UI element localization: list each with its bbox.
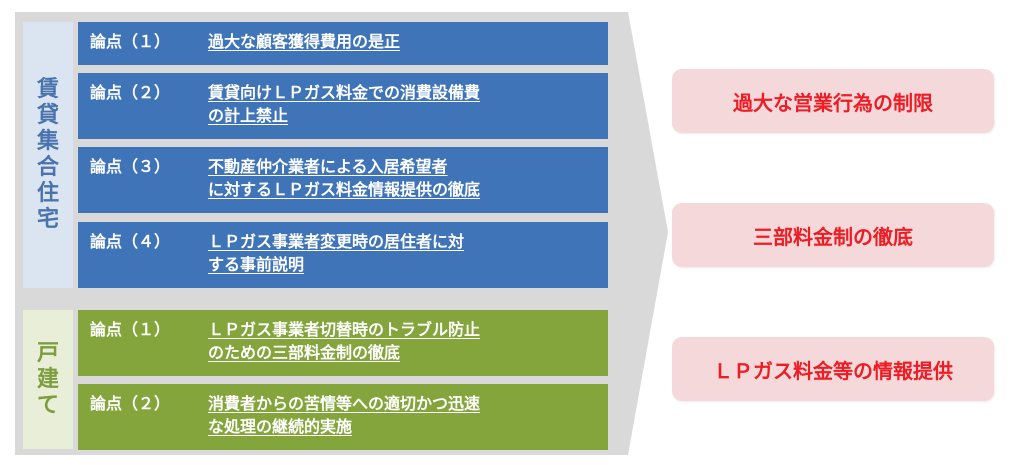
issue-text: 過大な顧客獲得費用の是正	[208, 30, 400, 65]
issue-number: 論点（２）	[90, 394, 171, 413]
issue-line: な処理の継続的実施	[208, 417, 353, 436]
rental-issue-2: 論点（２） 賃貸向けＬＰガス料金での消費設備費 の計上禁止	[78, 73, 608, 139]
issue-number: 論点（４）	[90, 232, 171, 251]
issue-line: 賃貸向けＬＰガス料金での消費設備費	[208, 83, 481, 102]
rental-housing-label: 賃 貸 集 合 住 宅	[23, 22, 73, 288]
house-issue-1: 論点（１） ＬＰガス事業者切替時のトラブル防止 のための三部料金制の徹底	[78, 310, 608, 376]
issue-line: する事前説明	[208, 255, 305, 274]
result-three-part-pricing: 三部料金制の徹底	[672, 203, 994, 267]
rental-issue-1: 論点（１） 過大な顧客獲得費用の是正	[78, 22, 608, 65]
issue-number: 論点（３）	[90, 157, 171, 176]
issue-text: 賃貸向けＬＰガス料金での消費設備費 の計上禁止	[208, 81, 480, 139]
house-issue-2: 論点（２） 消費者からの苦情等への適切かつ迅速 な処理の継続的実施	[78, 384, 608, 450]
issue-line: の計上禁止	[208, 106, 289, 125]
issue-line: 不動産仲介業者による入居希望者	[208, 157, 448, 176]
label-char: 宅	[36, 207, 59, 232]
rental-issue-4: 論点（４） ＬＰガス事業者変更時の居住者に対 する事前説明	[78, 222, 608, 288]
issue-line: に対するＬＰガス料金情報提供の徹底	[208, 180, 481, 199]
label-char: て	[36, 392, 59, 418]
label-char: 賃	[36, 77, 59, 102]
result-price-info-provision: ＬＰガス料金等の情報提供	[672, 337, 994, 401]
issue-number: 論点（２）	[90, 83, 171, 102]
issue-line: ＬＰガス事業者変更時の居住者に対	[208, 232, 465, 251]
label-char: 戸	[36, 340, 59, 366]
label-char: 合	[36, 155, 59, 180]
issue-number: 論点（１）	[90, 32, 171, 51]
issue-line: 過大な顧客獲得費用の是正	[208, 32, 401, 51]
issue-line: ＬＰガス事業者切替時のトラブル防止	[208, 320, 481, 339]
issue-line: 消費者からの苦情等への適切かつ迅速	[208, 394, 481, 413]
label-char: 集	[36, 129, 59, 154]
issue-number: 論点（１）	[90, 320, 171, 339]
label-char: 住	[36, 181, 59, 206]
label-char: 貸	[36, 103, 59, 128]
result-sales-restriction: 過大な営業行為の制限	[672, 69, 994, 133]
issue-text: 不動産仲介業者による入居希望者 に対するＬＰガス料金情報提供の徹底	[208, 155, 480, 213]
label-char: 建	[36, 366, 59, 392]
issue-text: ＬＰガス事業者切替時のトラブル防止 のための三部料金制の徹底	[208, 318, 480, 376]
detached-house-label: 戸 建 て	[23, 310, 73, 449]
issue-text: 消費者からの苦情等への適切かつ迅速 な処理の継続的実施	[208, 392, 480, 450]
rental-issue-3: 論点（３） 不動産仲介業者による入居希望者 に対するＬＰガス料金情報提供の徹底	[78, 147, 608, 213]
issue-line: のための三部料金制の徹底	[208, 343, 401, 362]
issue-text: ＬＰガス事業者変更時の居住者に対 する事前説明	[208, 230, 464, 288]
